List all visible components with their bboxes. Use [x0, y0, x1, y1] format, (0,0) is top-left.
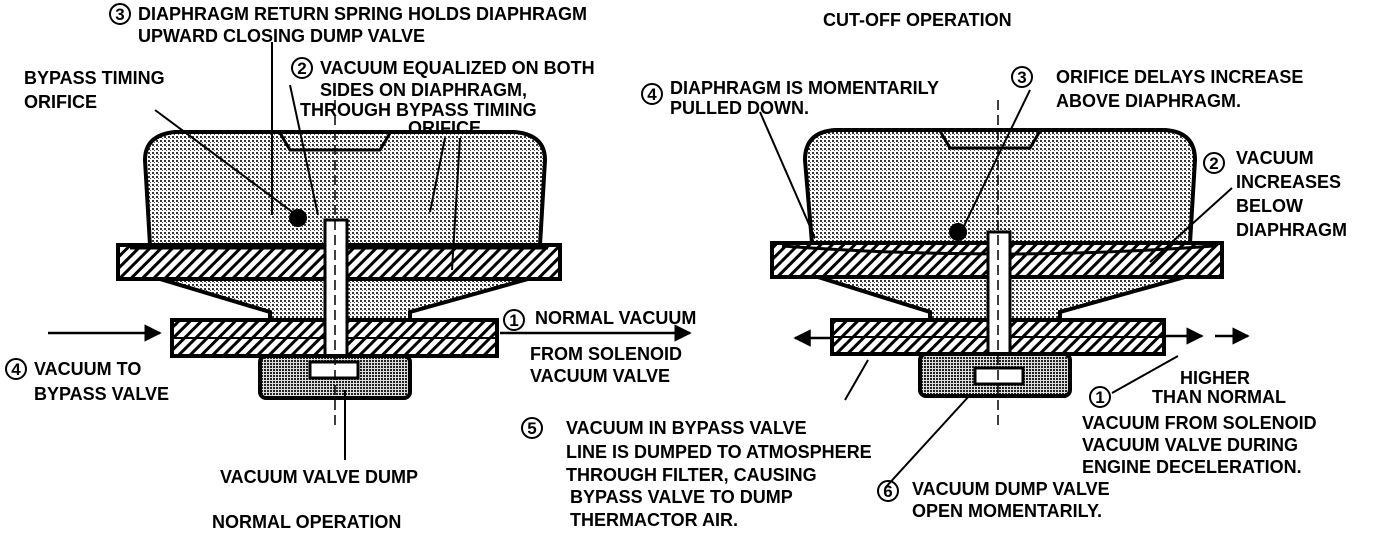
left-valve-stem	[323, 218, 349, 372]
left-c4-line1: VACUUM TO	[34, 359, 141, 379]
right-c6-number: 6	[883, 482, 892, 501]
right-c6-line1: VACUUM DUMP VALVE	[912, 479, 1110, 499]
right-c1-line1: HIGHER	[1180, 368, 1250, 388]
left-bypass-line1: BYPASS TIMING	[24, 68, 165, 88]
left-caption: NORMAL OPERATION	[212, 512, 401, 532]
left-callout-bypass: BYPASS TIMING ORIFICE	[24, 68, 165, 112]
right-c4-line2: PULLED DOWN.	[670, 98, 809, 118]
right-c1-line4: VACUUM VALVE DURING	[1082, 435, 1298, 455]
left-c1-line3: VACUUM VALVE	[530, 366, 670, 386]
left-c1-line1: NORMAL VACUUM	[535, 308, 696, 328]
right-c1-line3: VACUUM FROM SOLENOID	[1082, 413, 1317, 433]
left-c4-line2: BYPASS VALVE	[34, 384, 169, 404]
left-c2-number: 2	[297, 59, 306, 78]
right-callout-5: 5 VACUUM IN BYPASS VALVE LINE IS DUMPED …	[521, 417, 872, 530]
right-c5-line5: THERMACTOR AIR.	[570, 510, 738, 530]
right-c5-number: 5	[527, 419, 536, 438]
right-c2-number: 2	[1209, 154, 1218, 173]
left-callout-1: 1 NORMAL VACUUM FROM SOLENOID VACUUM VAL…	[503, 308, 696, 386]
right-c5-line4: BYPASS VALVE TO DUMP	[570, 487, 793, 507]
leader-lines	[154, 42, 1233, 489]
right-c3-number: 3	[1017, 68, 1026, 87]
right-c4-number: 4	[647, 85, 657, 104]
left-dump-label: VACUUM VALVE DUMP	[220, 467, 418, 487]
left-callout-4: 4 VACUUM TO BYPASS VALVE	[5, 358, 169, 404]
right-c5-line2: LINE IS DUMPED TO ATMOSPHERE	[566, 442, 872, 462]
right-valve	[770, 100, 1224, 425]
right-c2-line2: INCREASES	[1236, 172, 1341, 192]
left-c1-number: 1	[509, 311, 518, 330]
right-c2-line3: BELOW	[1236, 196, 1303, 216]
left-bypass-line2: ORIFICE	[24, 92, 97, 112]
right-c5-line3: THROUGH FILTER, CAUSING	[566, 465, 817, 485]
right-c2-line1: VACUUM	[1236, 148, 1314, 168]
right-c1-line2: THAN NORMAL	[1152, 387, 1286, 407]
left-callout-3: 3 DIAPHRAGM RETURN SPRING HOLDS DIAPHRAG…	[109, 3, 587, 46]
left-c2-line2: SIDES ON DIAPHRAGM,	[320, 80, 527, 100]
left-c3-number: 3	[115, 5, 124, 24]
right-c4-line1: DIAPHRAGM IS MOMENTARILY	[670, 78, 939, 98]
flow-arrows	[48, 324, 1250, 347]
right-callout-3: 3 ORIFICE DELAYS INCREASE ABOVE DIAPHRAG…	[1011, 66, 1303, 111]
left-c4-number: 4	[11, 360, 21, 379]
left-valve	[116, 100, 562, 425]
right-callout-6: 6 VACUUM DUMP VALVE OPEN MOMENTARILY.	[877, 479, 1110, 521]
right-callout-1: 1 HIGHER THAN NORMAL VACUUM FROM SOLENOI…	[1082, 368, 1317, 477]
left-c1-line2: FROM SOLENOID	[530, 344, 682, 364]
right-callout-2: 2 VACUUM INCREASES BELOW DIAPHRAGM	[1203, 148, 1347, 240]
left-upper-chamber	[142, 130, 548, 247]
right-c2-line4: DIAPHRAGM	[1236, 220, 1347, 240]
left-c3-line1: DIAPHRAGM RETURN SPRING HOLDS DIAPHRAGM	[138, 4, 587, 24]
left-callout-2: 2 VACUUM EQUALIZED ON BOTH SIDES ON DIAP…	[291, 57, 595, 138]
right-c3-line2: ABOVE DIAPHRAGM.	[1056, 91, 1241, 111]
right-c3-line1: ORIFICE DELAYS INCREASE	[1056, 67, 1303, 87]
left-c2-line4: ORIFICE	[408, 118, 481, 138]
right-caption: CUT-OFF OPERATION	[823, 10, 1012, 30]
left-c2-line3: THROUGH BYPASS TIMING	[300, 100, 537, 120]
right-upper-chamber	[802, 128, 1198, 245]
left-c3-line2: UPWARD CLOSING DUMP VALVE	[138, 26, 425, 46]
right-c5-line1: VACUUM IN BYPASS VALVE	[566, 418, 807, 438]
right-callout-4: 4 DIAPHRAGM IS MOMENTARILY PULLED DOWN.	[641, 78, 939, 118]
right-c6-line2: OPEN MOMENTARILY.	[912, 501, 1102, 521]
right-c1-number: 1	[1095, 388, 1104, 407]
right-valve-stem	[986, 230, 1012, 369]
left-c2-line1: VACUUM EQUALIZED ON BOTH	[320, 58, 595, 78]
right-c1-line5: ENGINE DECELERATION.	[1082, 457, 1302, 477]
